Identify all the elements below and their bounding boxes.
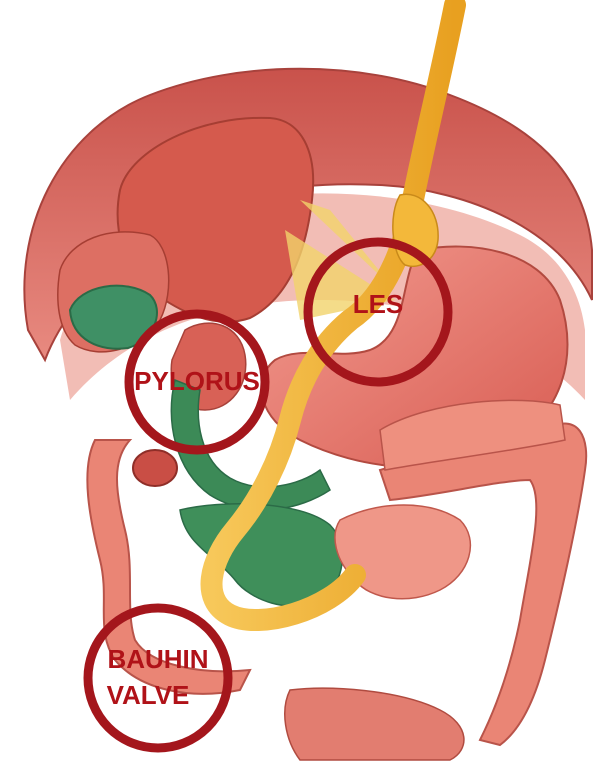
les-label: LES (353, 289, 404, 319)
bauhin-label-line1: BAUHIN (107, 644, 208, 674)
rectum (285, 688, 464, 760)
cecum-opening (133, 450, 177, 486)
bauhin-label-line2: VALVE (107, 680, 190, 710)
pylorus-label: PYLORUS (134, 366, 260, 396)
